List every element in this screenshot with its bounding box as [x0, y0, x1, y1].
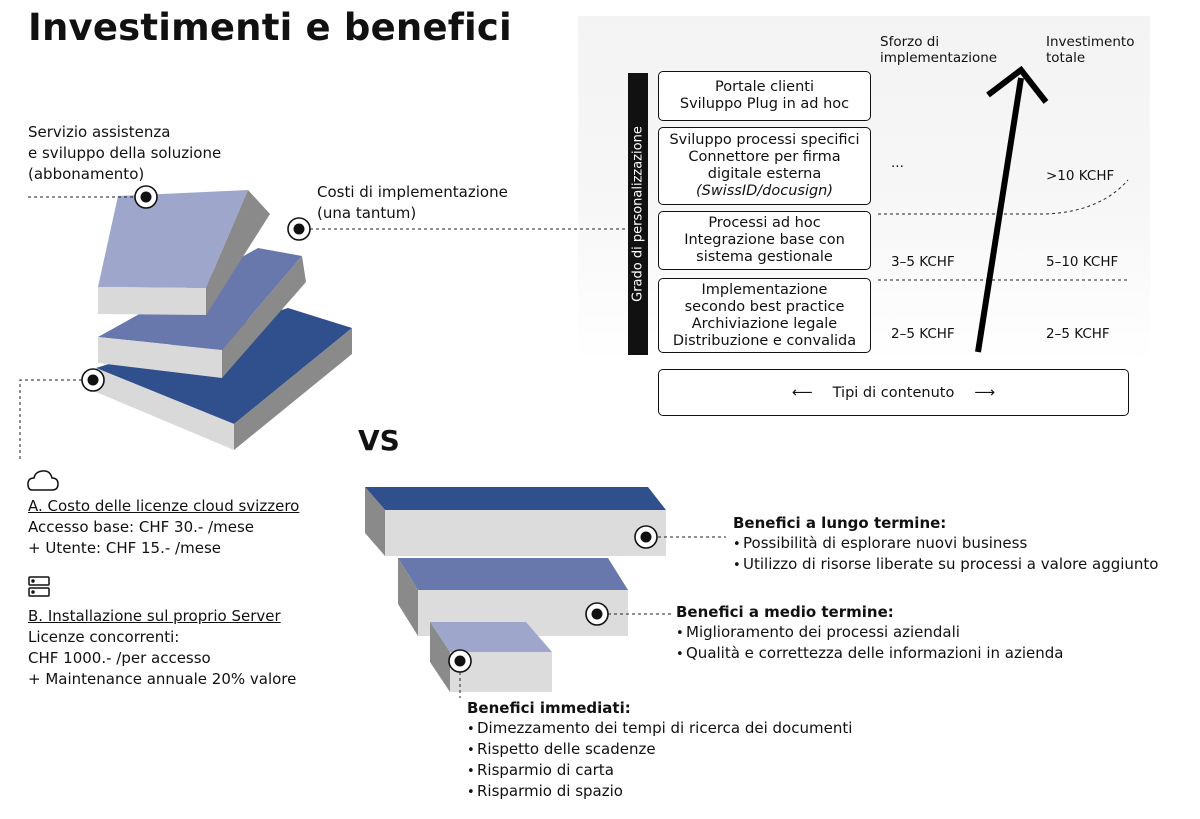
matrix-box-processi-specifici: Sviluppo processi specifici Connettore p… — [658, 127, 871, 205]
list-item: Qualità e correttezza delle informazioni… — [676, 643, 1063, 665]
benefits-long-block: Benefici a lungo termine: Possibilità di… — [733, 514, 1159, 576]
arrow-right-icon: ⟶ — [974, 384, 996, 401]
matrix-box-processi-ad-hoc: Processi ad hoc Integrazione base con si… — [658, 211, 871, 270]
growth-arrow-shaft — [975, 77, 1024, 353]
benefits-medium-title: Benefici a medio termine: — [676, 603, 894, 621]
server-icon — [28, 576, 50, 597]
vs-label: VS — [358, 424, 400, 457]
value-r3c1: 3–5 KCHF — [891, 254, 955, 270]
marker-licenze — [81, 368, 105, 392]
marker-medium — [585, 602, 609, 626]
server-install-block: B. Installazione sul proprio Server Lice… — [28, 607, 297, 688]
server-install-title: B. Installazione sul proprio Server — [28, 607, 281, 625]
marker-costi — [287, 217, 311, 241]
matrix-box-best-practice: Implementazione secondo best practice Ar… — [658, 278, 871, 353]
growth-arrow-head — [986, 65, 1049, 104]
matrix-divider-top — [878, 179, 1129, 215]
list-item: Utilizzo di risorse liberate su processi… — [733, 554, 1159, 576]
investment-stack — [96, 190, 352, 450]
list-item: Dimezzamento dei tempi di ricerca dei do… — [467, 718, 852, 740]
content-types-box: ⟵ Tipi di contenuto ⟶ — [658, 369, 1129, 416]
arrow-left-icon: ⟵ — [791, 384, 813, 401]
value-r2c1: ... — [891, 155, 904, 171]
value-r3c2: 5–10 KCHF — [1046, 254, 1119, 270]
benefits-long-title: Benefici a lungo termine: — [733, 514, 947, 532]
customization-axis-bar — [628, 73, 648, 355]
value-r4c1: 2–5 KCHF — [891, 326, 955, 342]
benefits-medium-block: Benefici a medio termine: Miglioramento … — [676, 603, 1063, 665]
list-item: Risparmio di carta — [467, 760, 852, 782]
list-item: Rispetto delle scadenze — [467, 739, 852, 761]
marker-long — [634, 525, 658, 549]
benefits-immediate-block: Benefici immediati: Dimezzamento dei tem… — [467, 699, 852, 803]
matrix-box-portale: Portale clienti Sviluppo Plug in ad hoc — [658, 71, 871, 121]
content-types-label: Tipi di contenuto — [832, 384, 955, 401]
column-header-investment: Investimento totale — [1046, 34, 1135, 66]
benefits-stairs — [365, 487, 666, 692]
list-item: Risparmio di spazio — [467, 781, 852, 803]
marker-immediate — [448, 649, 472, 673]
costi-label: Costi di implementazione (una tantum) — [317, 183, 508, 222]
page-title: Investimenti e benefici — [28, 6, 512, 49]
list-item: Possibilità di esplorare nuovi business — [733, 533, 1159, 555]
cloud-license-title: A. Costo delle licenze cloud svizzero — [28, 497, 300, 515]
list-item: Miglioramento dei processi aziendali — [676, 622, 1063, 644]
column-header-effort: Sforzo di implementazione — [880, 34, 998, 66]
marker-assistenza — [134, 185, 158, 209]
cloud-icon — [27, 470, 59, 491]
value-r2c2: >10 KCHF — [1046, 168, 1115, 184]
assistenza-label: Servizio assistenza e sviluppo della sol… — [28, 123, 222, 183]
benefits-immediate-title: Benefici immediati: — [467, 699, 631, 717]
value-r4c2: 2–5 KCHF — [1046, 326, 1110, 342]
cloud-license-block: A. Costo delle licenze cloud svizzero Ac… — [28, 497, 300, 557]
